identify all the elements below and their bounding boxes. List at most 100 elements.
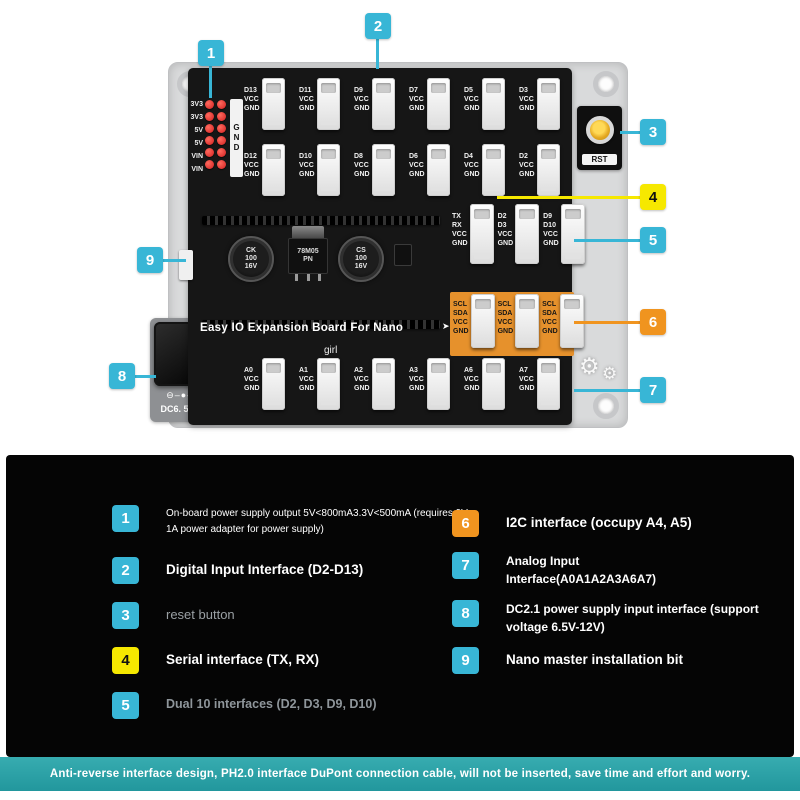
footer-text: Anti-reverse interface design, PH2.0 int…	[49, 768, 751, 780]
pin-label: GND	[464, 385, 480, 392]
pin-label: GND	[519, 105, 535, 112]
pin-label: GND	[244, 171, 260, 178]
capacitor-2: CS 100 16V	[338, 236, 384, 282]
legend-text: DC2.1 power supply input interface (supp…	[506, 602, 759, 634]
mounting-hole	[593, 393, 619, 419]
legend-item-8: 8 DC2.1 power supply input interface (sup…	[452, 600, 759, 636]
pin-label: D9	[543, 213, 553, 220]
legend-item-7: 7 Analog Input Interface(A0A1A2A3A6A7)	[452, 552, 656, 588]
pin-cap	[217, 124, 226, 133]
pin-label: GND	[464, 105, 480, 112]
pin-label: VCC	[543, 231, 558, 238]
jst-connector	[482, 358, 505, 410]
jst-connector	[482, 78, 505, 130]
pin-label: D6	[409, 153, 418, 160]
legend-text: Dual 10 interfaces (D2, D3, D9, D10)	[166, 697, 377, 711]
jst-connector	[372, 144, 395, 196]
pin-label: GND	[244, 385, 260, 392]
pin-label: VCC	[244, 376, 259, 383]
legend-text: Analog Input Interface(A0A1A2A3A6A7)	[506, 554, 657, 586]
pin-label: VCC	[453, 319, 468, 326]
gear-icon: ⚙	[579, 353, 600, 379]
power-pin-row	[205, 148, 226, 157]
callout-line-5	[574, 239, 640, 242]
pin-label: GND	[497, 240, 514, 247]
legend-badge: 7	[452, 552, 479, 579]
pin-label: D9	[354, 87, 363, 94]
jst-connector	[262, 78, 285, 130]
side-connector	[179, 250, 193, 280]
callout-line-4	[497, 196, 640, 199]
pin-label: GND	[497, 328, 514, 335]
pin-label: VCC	[519, 376, 534, 383]
pin-label: VCC	[409, 96, 424, 103]
pin-label: VCC	[464, 376, 479, 383]
jst-connector	[427, 358, 450, 410]
reset-label: RST	[582, 154, 617, 165]
pin-label: TX	[452, 213, 461, 220]
pin-cap	[217, 100, 226, 109]
pin-label: SDA	[453, 310, 468, 317]
jst-connector	[317, 358, 340, 410]
gear-icon: ⚙	[602, 364, 618, 383]
pin-label: GND	[299, 385, 315, 392]
power-pin-label: 5V	[194, 140, 203, 147]
callout-line-9	[163, 259, 186, 262]
reset-button-icon	[585, 116, 614, 144]
dc-voltage-label: DC6. 5-12V	[160, 404, 208, 414]
power-pin-row	[205, 136, 226, 145]
pin-label: VCC	[409, 162, 424, 169]
power-pin-row	[205, 100, 226, 109]
jst-connector	[515, 204, 540, 264]
jst-connector	[537, 358, 560, 410]
polarity-icon: ⊖–●–⊕	[166, 390, 202, 400]
pin-label: SDA	[497, 310, 513, 317]
pin-label: GND	[354, 171, 370, 178]
legend-badge: 8	[452, 600, 479, 627]
callout-line-7	[574, 389, 640, 392]
pin-label: D10	[543, 222, 556, 229]
pin-label: VCC	[452, 231, 467, 238]
power-pin-label: VIN	[191, 166, 203, 173]
jst-connector	[537, 144, 560, 196]
pin-label: GND	[452, 240, 468, 247]
pin-label: GND	[299, 105, 315, 112]
callout-line-3	[620, 131, 640, 134]
pin-cap	[205, 100, 214, 109]
pin-label: VCC	[542, 319, 557, 326]
mounting-hole	[593, 71, 619, 97]
jst-connector	[515, 294, 540, 348]
pin-label: A6	[464, 367, 473, 374]
pin-cap	[217, 148, 226, 157]
pin-label: VCC	[354, 376, 369, 383]
power-pin-row	[205, 160, 226, 169]
pin-label: A3	[409, 367, 418, 374]
legend-badge: 5	[112, 692, 139, 719]
power-pin-label: 5V	[194, 127, 203, 134]
pin-label: GND	[409, 171, 425, 178]
pin-label: VCC	[354, 96, 369, 103]
